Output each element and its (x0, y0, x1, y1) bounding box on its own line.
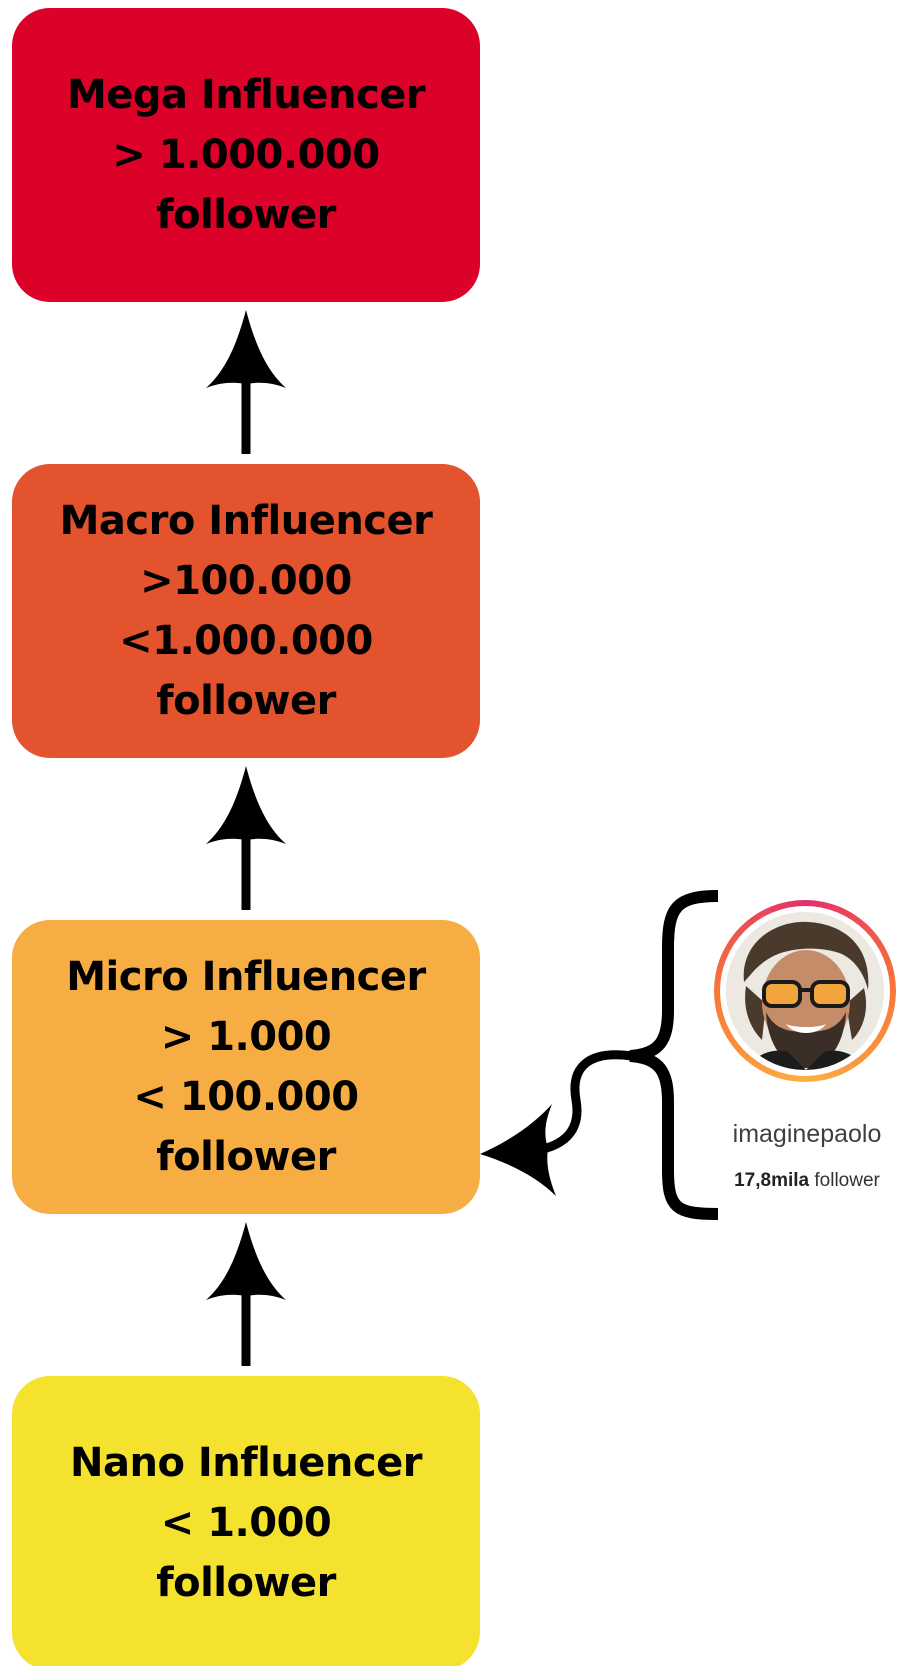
tier-box-micro: Micro Influencer > 1.000 < 100.000 follo… (12, 920, 480, 1214)
avatar (726, 912, 884, 1070)
tier-macro-title: Macro Influencer (59, 498, 433, 544)
follower-count-label: follower (814, 1170, 880, 1191)
tier-macro-lower-bound: >100.000 (140, 558, 352, 604)
tier-nano-threshold: < 1.000 (160, 1500, 332, 1546)
profile-photo-avatar-icon (726, 912, 884, 1070)
tier-box-macro: Macro Influencer >100.000 <1.000.000 fol… (12, 464, 480, 758)
tier-micro-lower-bound: > 1.000 (160, 1014, 332, 1060)
tier-mega-title: Mega Influencer (66, 72, 426, 118)
tier-micro-title: Micro Influencer (66, 954, 426, 1000)
tier-macro-unit: follower (156, 678, 336, 724)
curly-brace-icon (629, 890, 719, 1220)
avatar-story-ring (714, 900, 896, 1082)
profile-follower-count: 17,8mila follower (712, 1170, 902, 1192)
tier-mega-threshold: > 1.000.000 (112, 132, 380, 178)
tier-mega-unit: follower (156, 192, 336, 238)
arrow-up-icon-nano-to-micro (206, 1222, 286, 1366)
arrow-up-icon-macro-to-mega (206, 310, 286, 454)
tier-nano-title: Nano Influencer (70, 1440, 422, 1486)
tier-nano-unit: follower (156, 1560, 336, 1606)
tier-box-mega: Mega Influencer > 1.000.000 follower (12, 8, 480, 302)
arrow-up-icon-micro-to-macro (206, 766, 286, 910)
tier-box-nano: Nano Influencer < 1.000 follower (12, 1376, 480, 1666)
profile-username: imaginepaolo (732, 1120, 882, 1148)
curved-arrow-icon-profile-to-micro (480, 1050, 633, 1196)
tier-micro-unit: follower (156, 1134, 336, 1180)
follower-count-value: 17,8mila (734, 1170, 810, 1191)
tier-micro-upper-bound: < 100.000 (133, 1074, 359, 1120)
tier-macro-upper-bound: <1.000.000 (119, 618, 373, 664)
